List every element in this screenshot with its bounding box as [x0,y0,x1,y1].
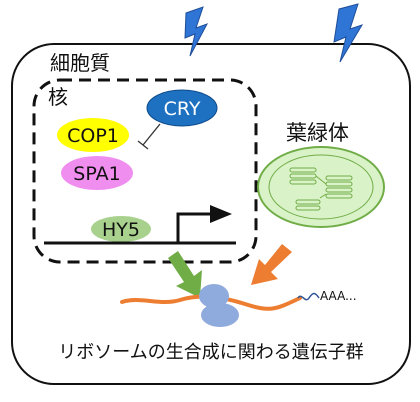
nucleus-label: 核 [48,85,68,109]
hy5-label: HY5 [102,219,140,241]
inhibition-icon [137,123,161,150]
lightning-icon [333,3,364,63]
cry-ellipse [146,89,218,127]
cop1-ellipse [57,118,129,152]
poly-a-tail [297,292,320,301]
cry-label: CRY [164,98,201,120]
cell-outline [11,43,411,385]
lightning-bolt-right [333,3,364,63]
transcription-start-arrow-icon [176,205,232,243]
cop1-label: COP1 [67,125,119,147]
chloroplast-icon [257,146,385,228]
chloroplast-label: 葉緑体 [286,121,349,145]
green-arrow-icon [168,251,202,298]
orange-arrow-icon [251,244,292,285]
hy5-ellipse [91,216,151,242]
spa1-label: SPA1 [73,163,120,185]
spa1-ellipse [61,156,133,190]
ribosome-icon [199,284,239,327]
cytoplasm-label: 細胞質 [50,51,110,75]
lightning-bolt-left [184,6,209,57]
lightning-icon [184,6,209,57]
caption-text: リボソームの生合成に関わる遺伝子群 [58,342,363,363]
nucleus-outline [32,78,258,264]
poly-a-label: AAA... [320,289,357,303]
